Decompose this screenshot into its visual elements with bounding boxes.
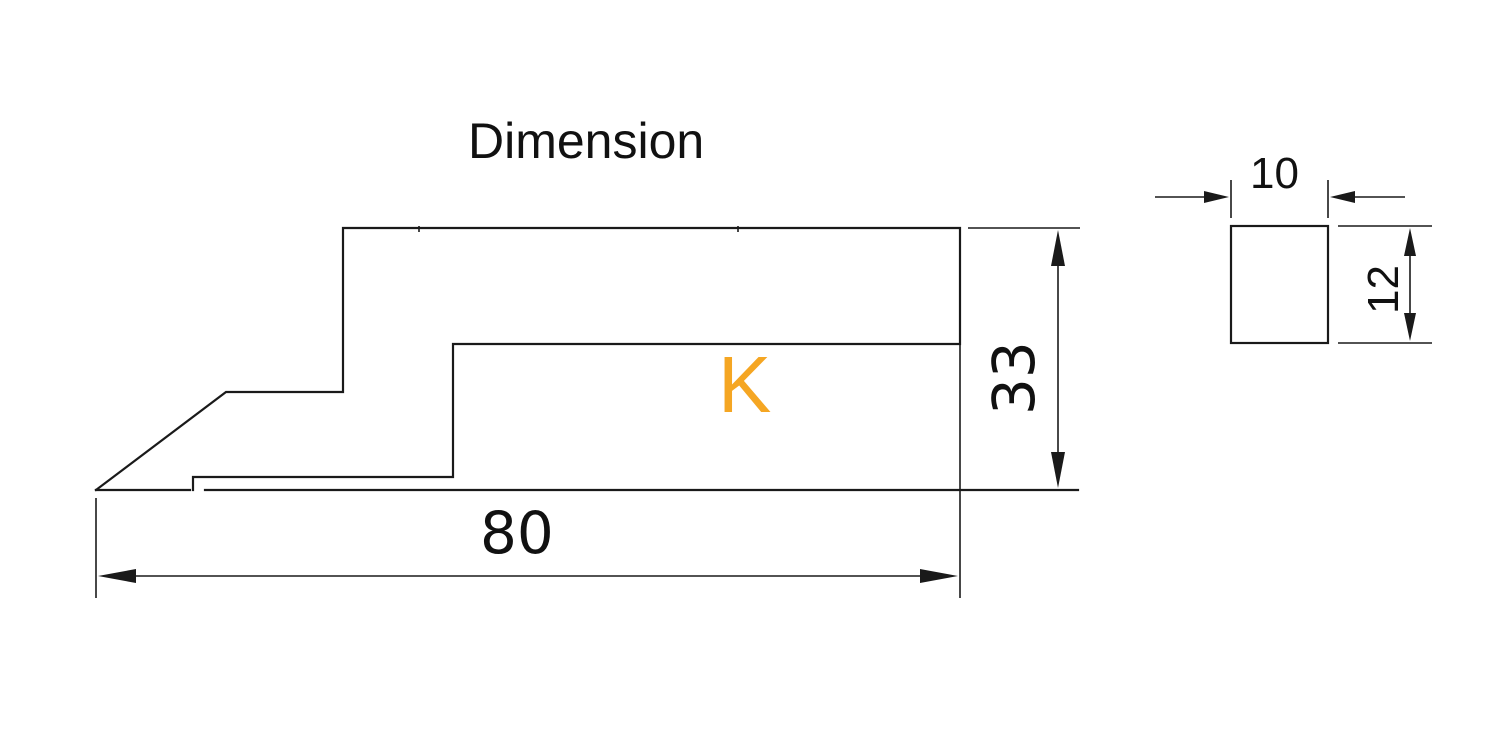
height-label: 33 (980, 341, 1048, 415)
arrowhead-up (1051, 230, 1065, 266)
section-width-label: 10 (1250, 149, 1299, 198)
arrowhead-right (920, 569, 958, 583)
drawing-title: Dimension (468, 113, 704, 169)
arrowhead-left (98, 569, 136, 583)
arrowhead-section-down (1404, 313, 1416, 341)
marker-letter: K (718, 340, 771, 429)
tool-profile (94, 226, 1080, 492)
length-label: 80 (480, 499, 554, 567)
section-outline (1229, 224, 1330, 345)
cross-section: 10 12 (1155, 149, 1432, 345)
arrowhead-section-up (1404, 228, 1416, 256)
arrowhead-section-right (1330, 191, 1355, 203)
height-dimension: 33 (968, 227, 1080, 488)
arrowhead-section-left (1204, 191, 1229, 203)
section-height-label: 12 (1359, 265, 1408, 314)
length-dimension: 80 (95, 344, 961, 598)
arrowhead-down (1051, 452, 1065, 488)
